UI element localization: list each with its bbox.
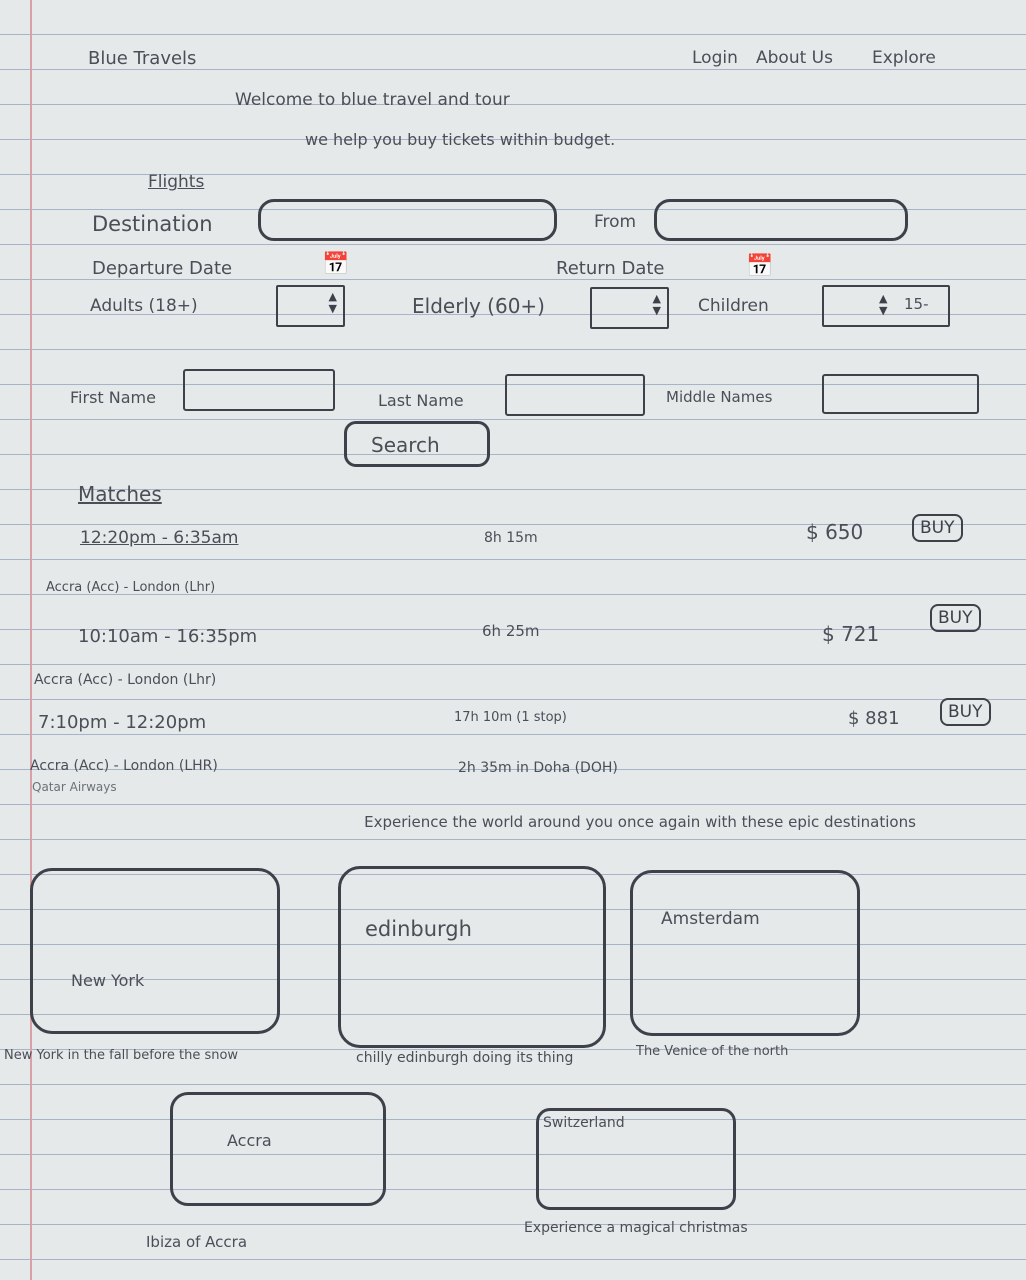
destination-caption: chilly edinburgh doing its thing — [356, 1050, 574, 1066]
nav-about-us[interactable]: About Us — [756, 48, 833, 68]
destination-card-new-york[interactable]: New York — [30, 868, 280, 1034]
destination-caption: Experience a magical christmas — [524, 1220, 748, 1236]
destination-card-amsterdam[interactable]: Amsterdam — [630, 870, 860, 1036]
stepper-arrows-icon[interactable]: ▲▼ — [328, 290, 337, 315]
match-route: Accra (Acc) - London (Lhr) — [46, 580, 216, 595]
from-label: From — [594, 212, 637, 232]
flights-section-title: Flights — [148, 172, 205, 192]
destination-card-title: Accra — [227, 1131, 272, 1150]
return-date-label: Return Date — [556, 258, 665, 279]
last-name-label: Last Name — [378, 391, 464, 410]
departure-calendar-icon[interactable]: 📅 — [322, 252, 350, 277]
adults-stepper[interactable]: ▲▼ — [276, 285, 345, 327]
nav-login[interactable]: Login — [692, 48, 738, 68]
destination-card-title: edinburgh — [365, 917, 472, 941]
children-stepper[interactable]: ▲▼ 15- — [822, 285, 950, 327]
buy-button[interactable]: BUY — [912, 514, 963, 542]
nav-explore[interactable]: Explore — [872, 48, 936, 68]
elderly-stepper[interactable]: ▲▼ — [590, 287, 669, 329]
match-time: 10:10am - 16:35pm — [78, 626, 258, 647]
destinations-heading: Experience the world around you once aga… — [364, 813, 916, 831]
middle-names-label: Middle Names — [666, 388, 773, 406]
tagline-text: we help you buy tickets within budget. — [305, 130, 616, 149]
match-airline: Qatar Airways — [32, 780, 117, 794]
brand-logo[interactable]: Blue Travels — [88, 48, 197, 69]
welcome-text: Welcome to blue travel and tour — [235, 90, 510, 110]
match-route: Accra (Acc) - London (Lhr) — [34, 672, 217, 688]
match-duration: 8h 15m — [484, 530, 538, 546]
destination-card-title: New York — [71, 971, 145, 990]
departure-date-label: Departure Date — [92, 258, 233, 279]
destination-card-accra[interactable]: Accra — [170, 1092, 386, 1206]
match-time: 12:20pm - 6:35am — [80, 528, 239, 548]
destination-card-edinburgh[interactable]: edinburgh — [338, 866, 606, 1048]
adults-label: Adults (18+) — [90, 296, 198, 316]
return-calendar-icon[interactable]: 📅 — [746, 254, 774, 279]
destination-input[interactable] — [258, 199, 557, 241]
destination-caption: Ibiza of Accra — [146, 1233, 248, 1251]
matches-title: Matches — [78, 482, 162, 506]
destination-label: Destination — [92, 212, 213, 236]
search-button[interactable]: Search — [344, 421, 490, 467]
search-button-label: Search — [371, 433, 440, 457]
last-name-input[interactable] — [505, 374, 645, 416]
match-time: 7:10pm - 12:20pm — [38, 712, 207, 733]
buy-button[interactable]: BUY — [930, 604, 981, 632]
buy-button[interactable]: BUY — [940, 698, 991, 726]
elderly-label: Elderly (60+) — [412, 294, 545, 318]
from-input[interactable] — [654, 199, 908, 241]
destination-card-switzerland[interactable]: Switzerland — [536, 1108, 736, 1210]
destination-caption: The Venice of the north — [636, 1044, 789, 1059]
first-name-input[interactable] — [183, 369, 335, 411]
match-duration: 17h 10m (1 stop) — [454, 710, 567, 725]
match-price: $ 650 — [806, 520, 864, 544]
children-label: Children — [698, 296, 769, 316]
middle-names-input[interactable] — [822, 374, 979, 414]
match-price: $ 881 — [848, 708, 900, 729]
first-name-label: First Name — [70, 388, 156, 407]
match-price: $ 721 — [822, 622, 880, 646]
match-route: Accra (Acc) - London (LHR) — [30, 758, 218, 774]
destination-card-title: Switzerland — [543, 1115, 625, 1131]
match-stop-info: 2h 35m in Doha (DOH) — [458, 760, 618, 776]
destination-card-title: Amsterdam — [661, 909, 760, 929]
children-value: 15- — [904, 295, 929, 313]
destination-caption: New York in the fall before the snow — [4, 1048, 239, 1063]
match-duration: 6h 25m — [482, 622, 540, 640]
stepper-arrows-icon[interactable]: ▲▼ — [652, 292, 661, 317]
stepper-arrows-icon[interactable]: ▲▼ — [879, 292, 888, 317]
